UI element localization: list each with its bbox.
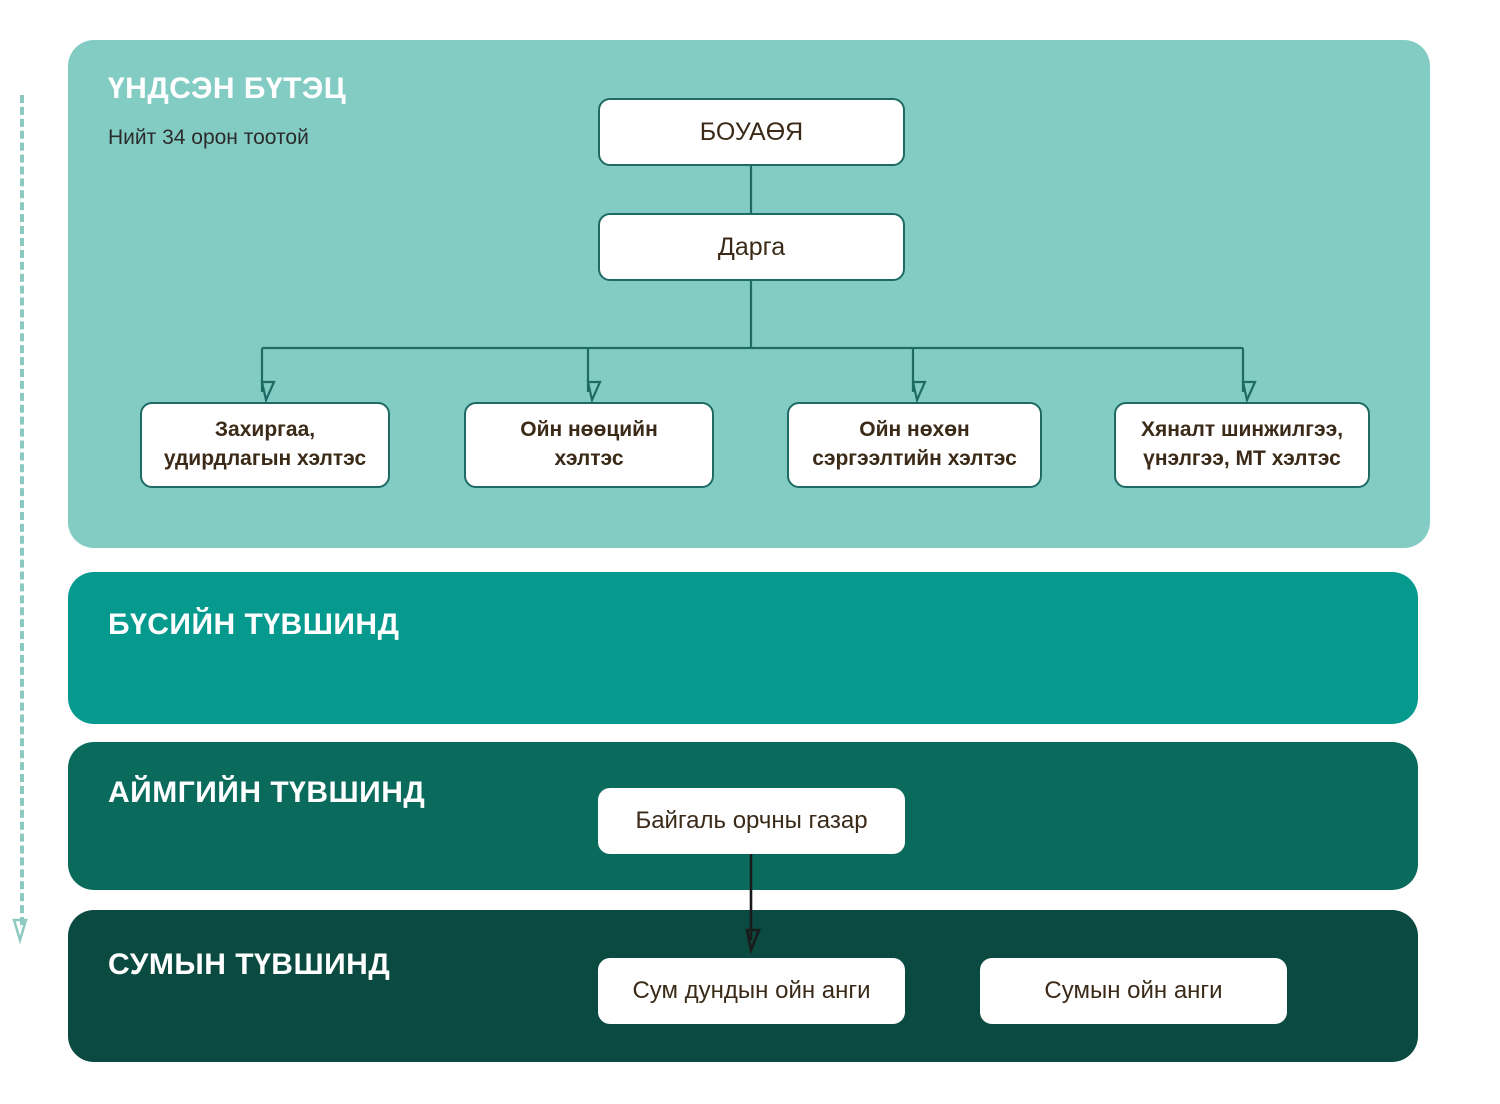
- node-department-monitoring-evaluation-it[interactable]: Хяналт шинжилгээ, үнэлгээ, МТ хэлтэс: [1114, 402, 1370, 488]
- node-department-administration[interactable]: Захиргаа, удирдлагын хэлтэс: [140, 402, 390, 488]
- node-agency[interactable]: БОУАӨЯ: [598, 98, 905, 166]
- node-soum-forest-unit[interactable]: Сумын ойн анги: [980, 958, 1287, 1024]
- node-department-forest-resource[interactable]: Ойн нөөцийн хэлтэс: [464, 402, 714, 488]
- panel-structure-subtitle: Нийт 34 орон тоотой: [108, 126, 309, 149]
- node-director[interactable]: Дарга: [598, 213, 905, 281]
- panel-region-title: БҮСИЙН ТҮВШИНД: [108, 608, 400, 641]
- panel-soum-title: СУМЫН ТҮВШИНД: [108, 948, 391, 981]
- node-inter-soum-forest-unit[interactable]: Сум дундын ойн анги: [598, 958, 905, 1024]
- panel-structure-title: ҮНДСЭН БҮТЭЦ: [108, 72, 347, 105]
- node-department-forest-restoration[interactable]: Ойн нөхөн сэргээлтийн хэлтэс: [787, 402, 1042, 488]
- node-province-environment-office[interactable]: Байгаль орчны газар: [598, 788, 905, 854]
- panel-region: БҮСИЙН ТҮВШИНД: [68, 572, 1418, 724]
- panel-province-title: АЙМГИЙН ТҮВШИНД: [108, 776, 426, 809]
- left-dashed-guide-line: [20, 95, 24, 925]
